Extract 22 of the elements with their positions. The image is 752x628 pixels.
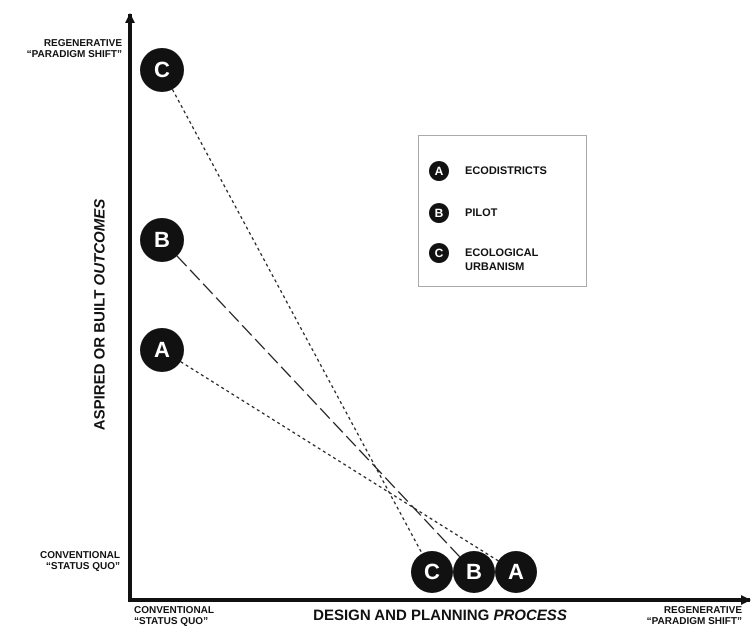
marker-caption: PILOT	[465, 206, 498, 220]
letter-circle: B	[140, 218, 184, 262]
axis-label: CONVENTIONAL “STATUS QUO”	[134, 605, 215, 627]
dotted-line	[180, 361, 499, 562]
dotted-line	[172, 89, 423, 554]
letter-circle: C	[411, 551, 453, 593]
legend-marker: A	[429, 161, 449, 181]
letter-circle: C	[140, 48, 184, 92]
legend-box	[418, 135, 587, 287]
letter-circle: A	[495, 551, 537, 593]
letter-circle: B	[453, 551, 495, 593]
marker-caption: ECOLOGICAL URBANISM	[465, 246, 540, 274]
letter-circle: A	[140, 328, 184, 372]
dashed-line	[176, 256, 460, 558]
axis-label: DESIGN AND PLANNING PROCESS	[312, 607, 568, 624]
marker-caption: ECODISTRICTS	[465, 164, 548, 178]
legend-marker: B	[429, 203, 449, 223]
axis-label: ASPIRED OR BUILT OUTCOMES	[92, 198, 108, 432]
legend-marker: C	[429, 243, 449, 263]
axis-label: REGENERATIVE “PARADIGM SHIFT”	[26, 38, 122, 60]
axis-label: CONVENTIONAL “STATUS QUO”	[39, 550, 120, 572]
axis-label: REGENERATIVE “PARADIGM SHIFT”	[646, 605, 742, 627]
